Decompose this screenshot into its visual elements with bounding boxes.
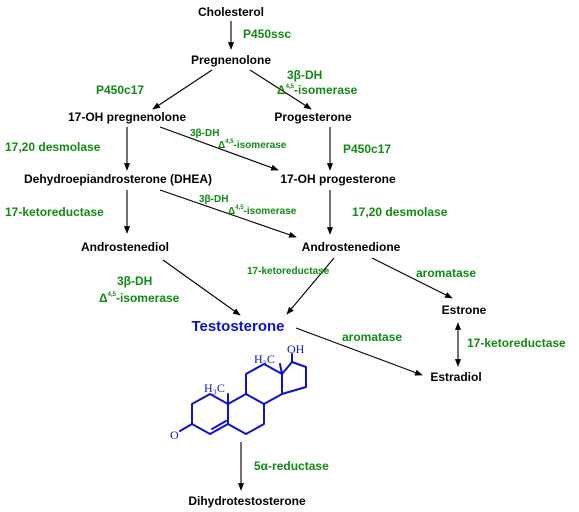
isomerase-suffix: -isomerase [116, 291, 180, 305]
enzyme-desmolase-left: 17,20 desmolase [5, 140, 101, 154]
enzyme-aromatase-upper: aromatase [416, 266, 476, 280]
enzyme-3bdh-lower: 3β-DH [199, 194, 228, 205]
compound-cholesterol: Cholesterol [198, 5, 264, 19]
enzyme-5a-reductase: 5α-reductase [254, 459, 329, 473]
enzyme-p450scc: P450ssc [243, 27, 291, 41]
compound-estrone: Estrone [442, 303, 487, 317]
arrow-pregnenolone-17oh-pregnenolone [152, 69, 213, 110]
enzyme-p450c17-right: P450c17 [343, 142, 391, 156]
enzyme-aromatase-lower: aromatase [342, 330, 402, 344]
hydroxyl-group: OH [287, 342, 305, 356]
enzyme-ketoreductase-center: 17-ketoreductase [247, 266, 330, 277]
arrow-androstenediol-testosterone [162, 259, 241, 316]
enzyme-isomerase-lower: Δ4,5-isomerase [228, 205, 297, 217]
arrow-testosterone-estradiol [295, 327, 423, 376]
compound-androstenedione: Androstenedione [302, 240, 401, 254]
delta-superscript: 4,5 [108, 292, 117, 298]
reaction-arrows [123, 21, 462, 491]
enzyme-3bdh-bottom: 3β-DH [117, 274, 152, 288]
ketone-oxygen: O [170, 428, 179, 442]
delta-symbol: Δ [99, 291, 108, 305]
enzyme-3bdh-middle: 3β-DH [190, 128, 219, 139]
enzyme-ketoreductase-right: 17-ketoreductase [467, 336, 566, 350]
isomerase-suffix: -isomerase [294, 83, 358, 97]
arrow-dhea-androstenedione [159, 189, 297, 238]
compound-pregnenolone: Pregnenolone [191, 53, 271, 67]
compound-estradiol: Estradiol [430, 370, 481, 384]
testosterone-structure: O H₃C H₃C OH [170, 342, 307, 442]
delta-superscript: 4,5 [286, 84, 295, 90]
compounds: Cholesterol Pregnenolone 17-OH pregnenol… [24, 5, 487, 508]
ring-c [245, 363, 283, 405]
compound-testosterone: Testosterone [191, 318, 284, 335]
compound-17oh-progesterone: 17-OH progesterone [280, 172, 396, 186]
carbonyl-bond [179, 423, 193, 432]
arrow-androstenedione-estrone [371, 257, 453, 299]
isomerase-suffix: -isomerase [244, 206, 297, 217]
enzyme-desmolase-right: 17,20 desmolase [352, 205, 448, 219]
methyl-bond-c13 [279, 363, 283, 375]
enzyme-isomerase-bottom: Δ4,5-isomerase [99, 291, 180, 305]
arrow-17oh-pregnenolone-17oh-progesterone [159, 126, 279, 171]
methyl-c18: H₃C [254, 352, 275, 366]
compound-17oh-pregnenolone: 17-OH pregnenolone [68, 110, 186, 124]
enzyme-3bdh-top: 3β-DH [287, 68, 322, 82]
ring-a [191, 393, 229, 435]
methyl-c19: H₃C [204, 381, 225, 395]
ring-b [227, 393, 265, 435]
delta-symbol: Δ [277, 83, 286, 97]
enzyme-isomerase-top: Δ4,5-isomerase [277, 83, 358, 97]
enzyme-isomerase-middle: Δ4,5-isomerase [218, 139, 287, 151]
delta-symbol: Δ [218, 140, 225, 151]
delta-superscript: 4,5 [235, 205, 244, 211]
isomerase-suffix: -isomerase [234, 140, 287, 151]
enzymes: P450ssc P450c17 3β-DH Δ4,5-isomerase 3β-… [5, 27, 566, 473]
delta-symbol: Δ [228, 206, 235, 217]
enzyme-p450c17-left: P450c17 [96, 83, 144, 97]
compound-progesterone: Progesterone [274, 110, 352, 124]
arrow-pregnenolone-progesterone [249, 69, 312, 110]
enzyme-ketoreductase-left: 17-ketoreductase [5, 205, 104, 219]
compound-dihydrotestosterone: Dihydrotestosterone [188, 494, 306, 508]
compound-dhea: Dehydroepiandrosterone (DHEA) [24, 172, 212, 186]
compound-androstenediol: Androstenediol [81, 240, 169, 254]
delta-superscript: 4,5 [225, 139, 234, 145]
ring-a-double-bond [211, 420, 227, 430]
arrow-androstenedione-testosterone [286, 257, 335, 315]
ring-d [281, 361, 307, 395]
